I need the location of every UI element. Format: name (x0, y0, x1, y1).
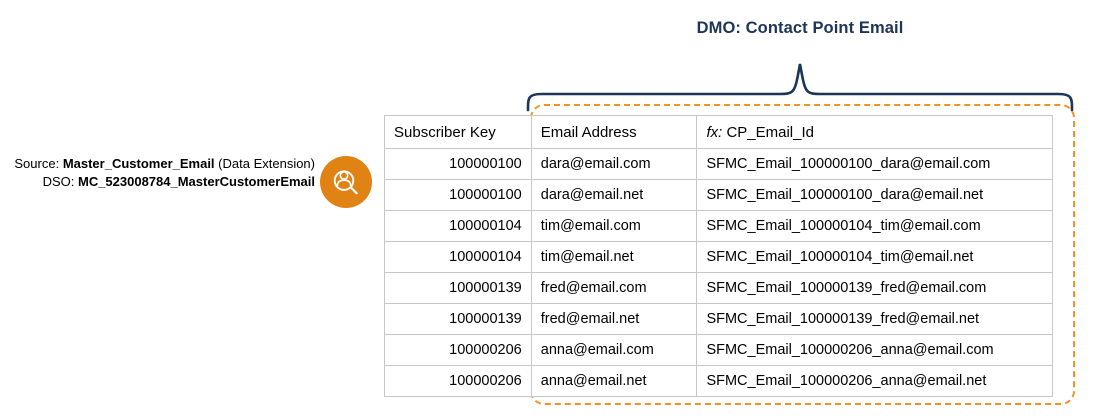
source-label-block: Source: Master_Customer_Email (Data Exte… (0, 155, 315, 191)
cell-subscriber-key: 100000139 (384, 303, 532, 335)
source-name: Master_Customer_Email (62, 156, 215, 171)
cell-email-address: anna@email.net (530, 365, 698, 397)
cell-cp-email-id: SFMC_Email_100000100_dara@email.net (696, 179, 1053, 211)
cell-email-address: anna@email.com (530, 334, 698, 366)
cell-cp-email-id: SFMC_Email_100000206_anna@email.com (696, 334, 1053, 366)
dso-prefix: DSO: (42, 174, 75, 189)
cell-subscriber-key: 100000104 (384, 241, 532, 273)
cell-email-address: fred@email.net (530, 303, 698, 335)
column-label-subscriber-key: Subscriber Key (394, 123, 496, 141)
cell-email-address: dara@email.com (530, 148, 698, 180)
table-header-row: Subscriber Key Email Address fx: CP_Emai… (384, 115, 1053, 149)
dso-name: MC_523008784_MasterCustomerEmail (77, 174, 315, 189)
contact-point-email-table: Subscriber Key Email Address fx: CP_Emai… (384, 115, 1053, 397)
cell-subscriber-key: 100000139 (384, 272, 532, 304)
cell-subscriber-key: 100000100 (384, 179, 532, 211)
curly-brace-connector (526, 63, 1074, 112)
cell-subscriber-key: 100000100 (384, 148, 532, 180)
cell-subscriber-key: 100000104 (384, 210, 532, 242)
source-prefix: Source: (14, 156, 60, 171)
cell-cp-email-id: SFMC_Email_100000139_fred@email.net (696, 303, 1053, 335)
cell-cp-email-id: SFMC_Email_100000104_tim@email.net (696, 241, 1053, 273)
dso-line: DSO: MC_523008784_MasterCustomerEmail (0, 173, 315, 191)
formula-marker: fx: (706, 123, 723, 141)
source-suffix: (Data Extension) (218, 156, 315, 171)
cell-cp-email-id: SFMC_Email_100000206_anna@email.net (696, 365, 1053, 397)
cell-cp-email-id: SFMC_Email_100000100_dara@email.com (696, 148, 1053, 180)
cell-subscriber-key: 100000206 (384, 365, 532, 397)
cell-cp-email-id: SFMC_Email_100000104_tim@email.com (696, 210, 1053, 242)
column-header-subscriber-key: Subscriber Key (384, 115, 532, 149)
cell-email-address: dara@email.net (530, 179, 698, 211)
cell-subscriber-key: 100000206 (384, 334, 532, 366)
cell-email-address: tim@email.com (530, 210, 698, 242)
column-header-cp-email-id: fx: CP_Email_Id (696, 115, 1053, 149)
cell-cp-email-id: SFMC_Email_100000139_fred@email.com (696, 272, 1053, 304)
dmo-title: DMO: Contact Point Email (696, 19, 904, 37)
column-label-cp-email-id: CP_Email_Id (726, 123, 814, 141)
column-label-email-address: Email Address (540, 123, 637, 141)
person-magnifier-icon (333, 170, 358, 195)
cell-email-address: tim@email.net (530, 241, 698, 273)
source-line: Source: Master_Customer_Email (Data Exte… (0, 155, 315, 173)
identity-resolution-icon (320, 156, 372, 208)
cell-email-address: fred@email.com (530, 272, 698, 304)
column-header-email-address: Email Address (530, 115, 698, 149)
